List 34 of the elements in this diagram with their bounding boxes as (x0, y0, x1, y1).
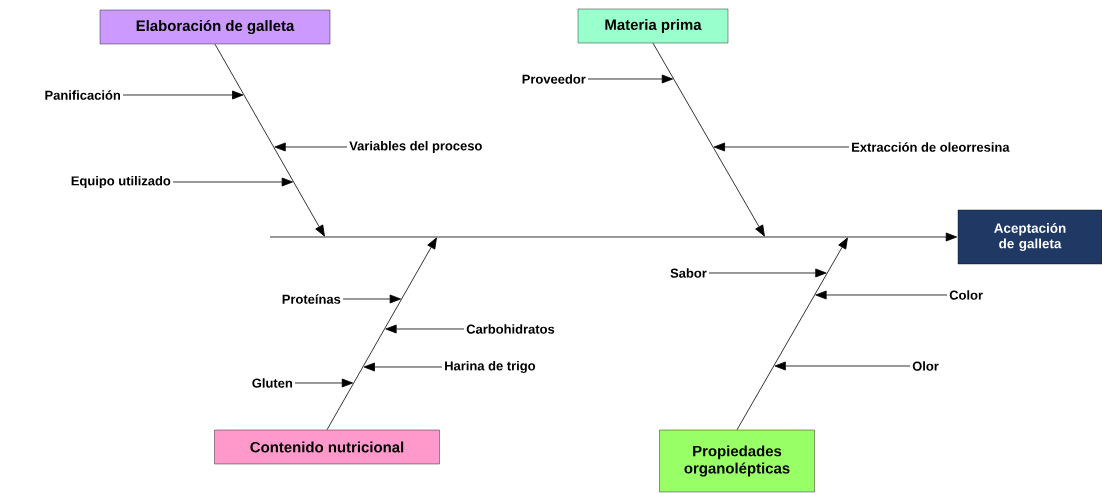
arrow (774, 361, 911, 371)
cause-label: Variables del proceso (349, 140, 482, 154)
arrow (122, 90, 244, 100)
cause-label: Harina de trigo (445, 360, 536, 374)
cause-label: Sabor (670, 268, 707, 278)
bone-arrow (736, 237, 848, 431)
bone-arrow (326, 237, 437, 431)
category-box: Propiedades organolépticas (659, 429, 815, 493)
cause-label: Carbohidratos (466, 324, 555, 334)
category-box: Contenido nutricional (214, 429, 440, 465)
cause-label: Proteínas (282, 294, 341, 304)
cause-label: Gluten (252, 378, 292, 388)
arrow (815, 290, 948, 300)
effect-box: Aceptación de galleta (957, 209, 1102, 265)
cause-label: Panificación (45, 90, 120, 100)
bone-arrow (214, 43, 325, 237)
category-box: Materia prima (577, 8, 729, 44)
cause-label: Proveedor (522, 74, 586, 84)
arrow (385, 324, 465, 334)
arrow (363, 362, 443, 372)
cause-label: Olor (912, 361, 939, 371)
arrow (294, 378, 354, 388)
arrow (274, 142, 348, 152)
spine-arrow (269, 232, 958, 242)
cause-label: Extracción de oleorresina (852, 142, 1010, 152)
category-box: Elaboración de galleta (99, 9, 331, 45)
arrow (172, 177, 293, 187)
cause-label: Color (949, 290, 983, 300)
arrow (708, 268, 827, 278)
bone-arrow (652, 42, 765, 237)
arrow (713, 142, 850, 152)
arrow (342, 294, 401, 304)
arrow (587, 74, 674, 84)
cause-label: Equipo utilizado (71, 175, 171, 189)
